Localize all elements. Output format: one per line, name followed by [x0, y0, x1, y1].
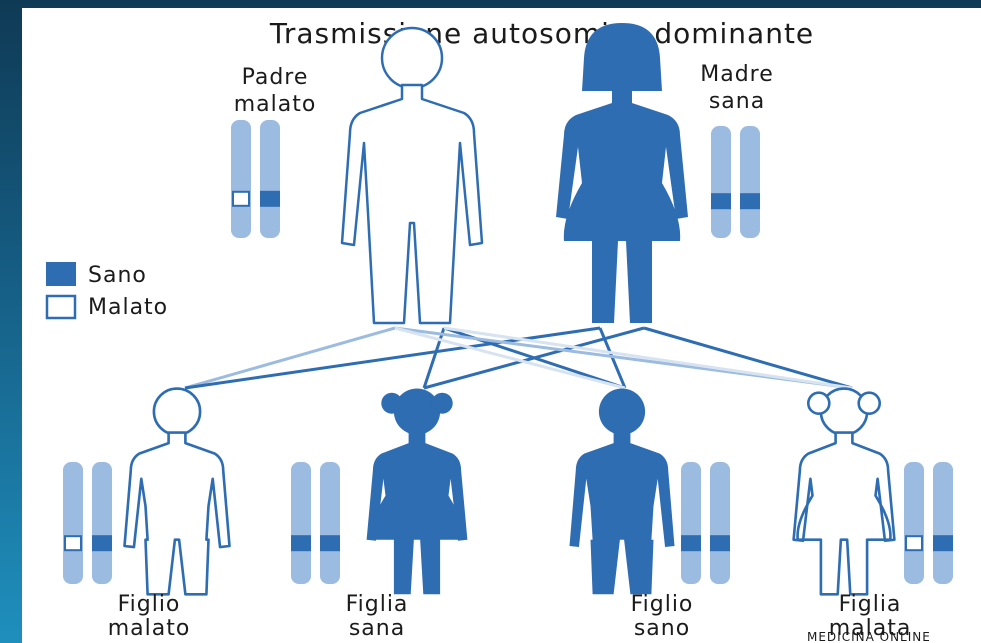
parent-label-1-line2: malato: [234, 92, 317, 117]
chromosome-pair-padre-malato: [231, 120, 280, 238]
chromosome: [320, 462, 340, 584]
inheritance-line-father-to-child-1: [185, 328, 395, 388]
chromosome: [933, 462, 953, 584]
allele-affected: [65, 536, 81, 550]
chromosome-pair-figlia-sana: [291, 462, 340, 584]
figure-figlio-sano: [570, 389, 675, 595]
chromosome: [291, 462, 311, 584]
chromosome: [260, 120, 280, 238]
legend-swatch-malato: [47, 296, 75, 318]
allele-affected: [233, 192, 249, 206]
chromosome-pair-figlio-sano: [681, 462, 730, 584]
chromosome-pair-figlia-malata: [904, 462, 953, 584]
child-label-2-line2: sana: [349, 616, 405, 641]
figure-padre-malato: [342, 28, 482, 323]
legend-label-sano: Sano: [88, 263, 147, 288]
allele-healthy: [92, 535, 112, 551]
chromosome: [231, 120, 251, 238]
figure-madre-sana: [556, 23, 688, 323]
chromosome: [711, 126, 731, 238]
chromosome: [740, 126, 760, 238]
child-label-3-line1: Figlio: [631, 592, 694, 617]
legend-swatch-sano: [46, 262, 76, 286]
parent-label-1-line1: Padre: [242, 65, 309, 90]
inheritance-line-mother-to-child-4: [644, 328, 852, 388]
chromosome: [63, 462, 83, 584]
child-label-1-line1: Figlio: [118, 592, 181, 617]
chromosome: [904, 462, 924, 584]
allele-healthy: [933, 535, 953, 551]
allele-affected: [906, 536, 922, 550]
legend: Sano Malato: [46, 262, 168, 320]
inheritance-lines: [185, 328, 852, 388]
child-label-4-line1: Figlia: [839, 592, 902, 617]
figure-figlia-sana: [367, 389, 468, 595]
chromosome-pair-figlio-malato: [63, 462, 112, 584]
allele-healthy: [710, 535, 730, 551]
figure-figlio-malato: [125, 389, 230, 595]
figure-figlia-malata: [794, 389, 895, 595]
child-label-1-line2: malato: [108, 616, 191, 641]
allele-healthy: [260, 191, 280, 207]
allele-healthy: [320, 535, 340, 551]
parent-label-2-line1: Madre: [700, 62, 774, 87]
child-label-2-line1: Figlia: [346, 592, 409, 617]
chromosome-pair-madre-sana: [711, 126, 760, 238]
diagram-title: Trasmissione autosomica dominante: [269, 17, 814, 50]
chromosome: [681, 462, 701, 584]
allele-healthy: [681, 535, 701, 551]
watermark: MEDICINA ONLINE: [807, 630, 931, 643]
parent-label-2-line2: sana: [709, 89, 765, 114]
legend-label-malato: Malato: [88, 295, 168, 320]
allele-healthy: [740, 193, 760, 209]
person-labels: PadremalatoMadresanaFigliomalatoFigliasa…: [108, 62, 912, 641]
allele-healthy: [291, 535, 311, 551]
child-label-3-line2: sano: [634, 616, 690, 641]
allele-healthy: [711, 193, 731, 209]
chromosome: [710, 462, 730, 584]
inheritance-diagram: Trasmissione autosomica dominante Padrem…: [22, 8, 981, 643]
chromosome: [92, 462, 112, 584]
